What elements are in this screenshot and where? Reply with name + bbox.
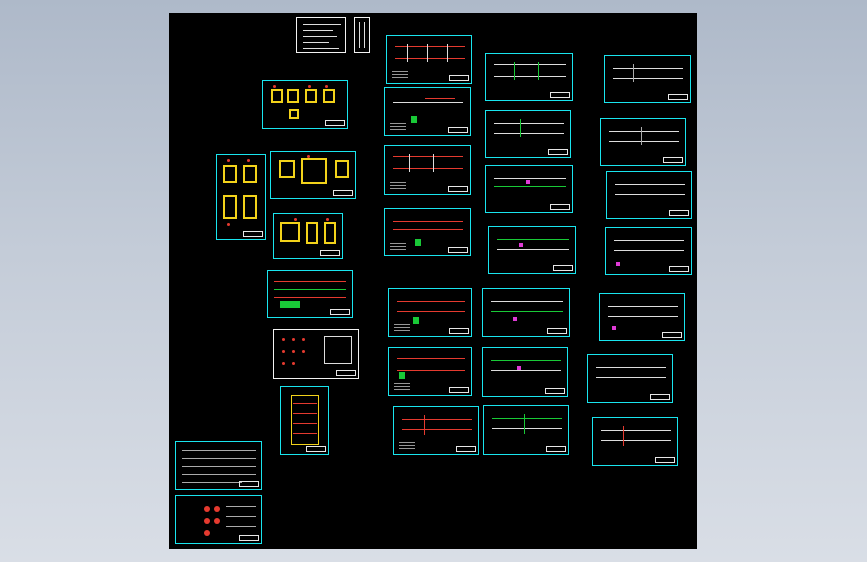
sheet-plan-col4-3[interactable] <box>606 171 692 219</box>
sheet-column-details-4[interactable] <box>273 213 343 259</box>
sheet-plan-col2-5[interactable] <box>388 288 472 337</box>
sheet-plan-col4-1[interactable] <box>604 55 691 103</box>
sheet-plan-col2-4[interactable] <box>384 208 471 256</box>
sheet-plan-col4-5[interactable] <box>599 293 685 341</box>
sheet-plan-col3-2[interactable] <box>485 110 571 158</box>
sheet-plan-col4-4[interactable] <box>605 227 692 275</box>
sheet-beam-details[interactable] <box>267 270 353 318</box>
sheet-plan-col2-2[interactable] <box>384 87 471 136</box>
sheet-plan-col3-1[interactable] <box>485 53 573 101</box>
sheet-plan-col4-7[interactable] <box>592 417 678 466</box>
sheet-plan-col2-7[interactable] <box>393 406 479 455</box>
sheet-column-details-2[interactable] <box>216 154 266 240</box>
sheet-notes-2[interactable] <box>175 495 262 544</box>
sheet-plan-col2-3[interactable] <box>384 145 471 195</box>
sheet-rebar-table[interactable] <box>273 329 359 379</box>
sheet-stair-section[interactable] <box>280 386 329 455</box>
sheet-plan-col4-2[interactable] <box>600 118 686 166</box>
sheet-column-details-1[interactable] <box>262 80 348 129</box>
sheet-plan-col4-6[interactable] <box>587 354 673 403</box>
cad-model-space[interactable] <box>169 13 697 549</box>
sheet-plan-col3-4[interactable] <box>488 226 576 274</box>
sheet-plan-col3-5[interactable] <box>482 288 570 337</box>
sheet-plan-col3-6[interactable] <box>482 347 568 397</box>
sheet-plan-col3-3[interactable] <box>485 165 573 213</box>
sheet-plan-col2-6[interactable] <box>388 347 472 396</box>
sheet-plan-col3-7[interactable] <box>483 405 569 455</box>
sheet-plan-col2-1[interactable] <box>386 35 472 84</box>
cover-sheet[interactable] <box>296 17 346 53</box>
sheet-notes-1[interactable] <box>175 441 262 490</box>
sheet-column-details-3[interactable] <box>270 151 356 199</box>
drawing-index-sheet[interactable] <box>354 17 370 53</box>
